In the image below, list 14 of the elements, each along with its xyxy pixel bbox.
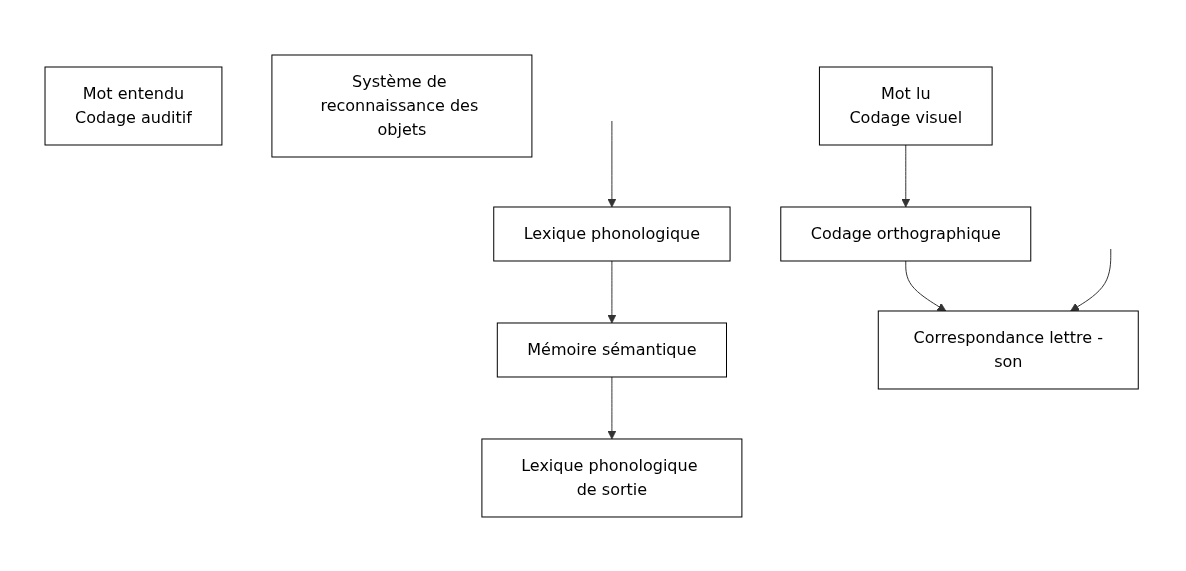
- node-box: Mémoire sémantique: [496, 322, 728, 377]
- arrow: [1070, 248, 1112, 311]
- node-box: Lexique phonologique de sortie: [481, 438, 743, 517]
- arrow: [905, 260, 947, 311]
- node-box: Lexique phonologique: [493, 206, 731, 261]
- arrow: [607, 260, 617, 323]
- node-box: Correspondance lettre -son: [877, 310, 1139, 389]
- arrow: [607, 376, 617, 439]
- node-box: Mot lu Codage visuel: [819, 66, 993, 145]
- arrow: [901, 144, 911, 207]
- node-box: Mot entendu Codage auditif: [44, 66, 223, 145]
- node-box: Système de reconnaissance des objets: [271, 54, 533, 157]
- arrow: [607, 120, 617, 207]
- node-box: Codage orthographique: [780, 206, 1032, 261]
